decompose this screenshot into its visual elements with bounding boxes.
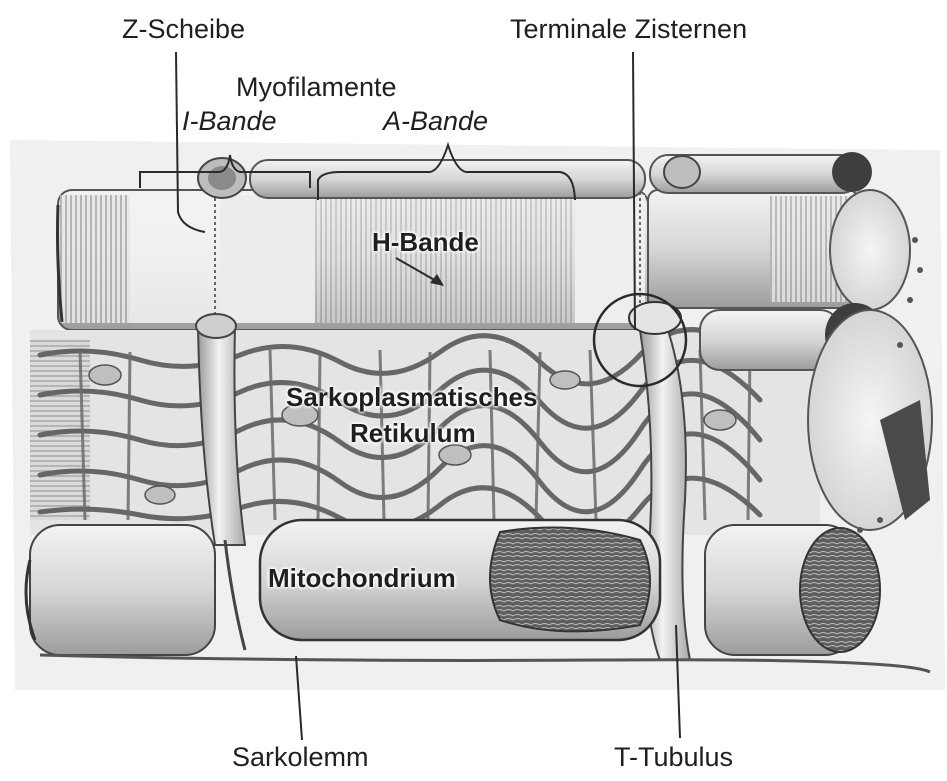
label-mitochondrium: Mitochondrium [268, 563, 456, 594]
label-retikulum: Retikulum [350, 418, 476, 449]
myofibril-bottom-right [705, 525, 880, 655]
label-t-tubulus: T-Tubulus [614, 742, 733, 773]
label-z-scheibe: Z-Scheibe [122, 14, 245, 45]
myofibril-top-right [648, 190, 910, 310]
label-sarkolemm: Sarkolemm [232, 742, 369, 773]
label-myofilamente: Myofilamente [236, 72, 397, 103]
label-h-bande: H-Bande [372, 227, 479, 258]
label-a-bande: A-Bande [383, 106, 488, 137]
myofibril-top [58, 190, 649, 330]
myofibril-bottom-left [26, 525, 215, 655]
label-sarkoplasmatisches: Sarkoplasmatisches [286, 382, 537, 413]
label-i-bande: I-Bande [182, 106, 277, 137]
label-terminale-zisternen: Terminale Zisternen [510, 14, 747, 45]
